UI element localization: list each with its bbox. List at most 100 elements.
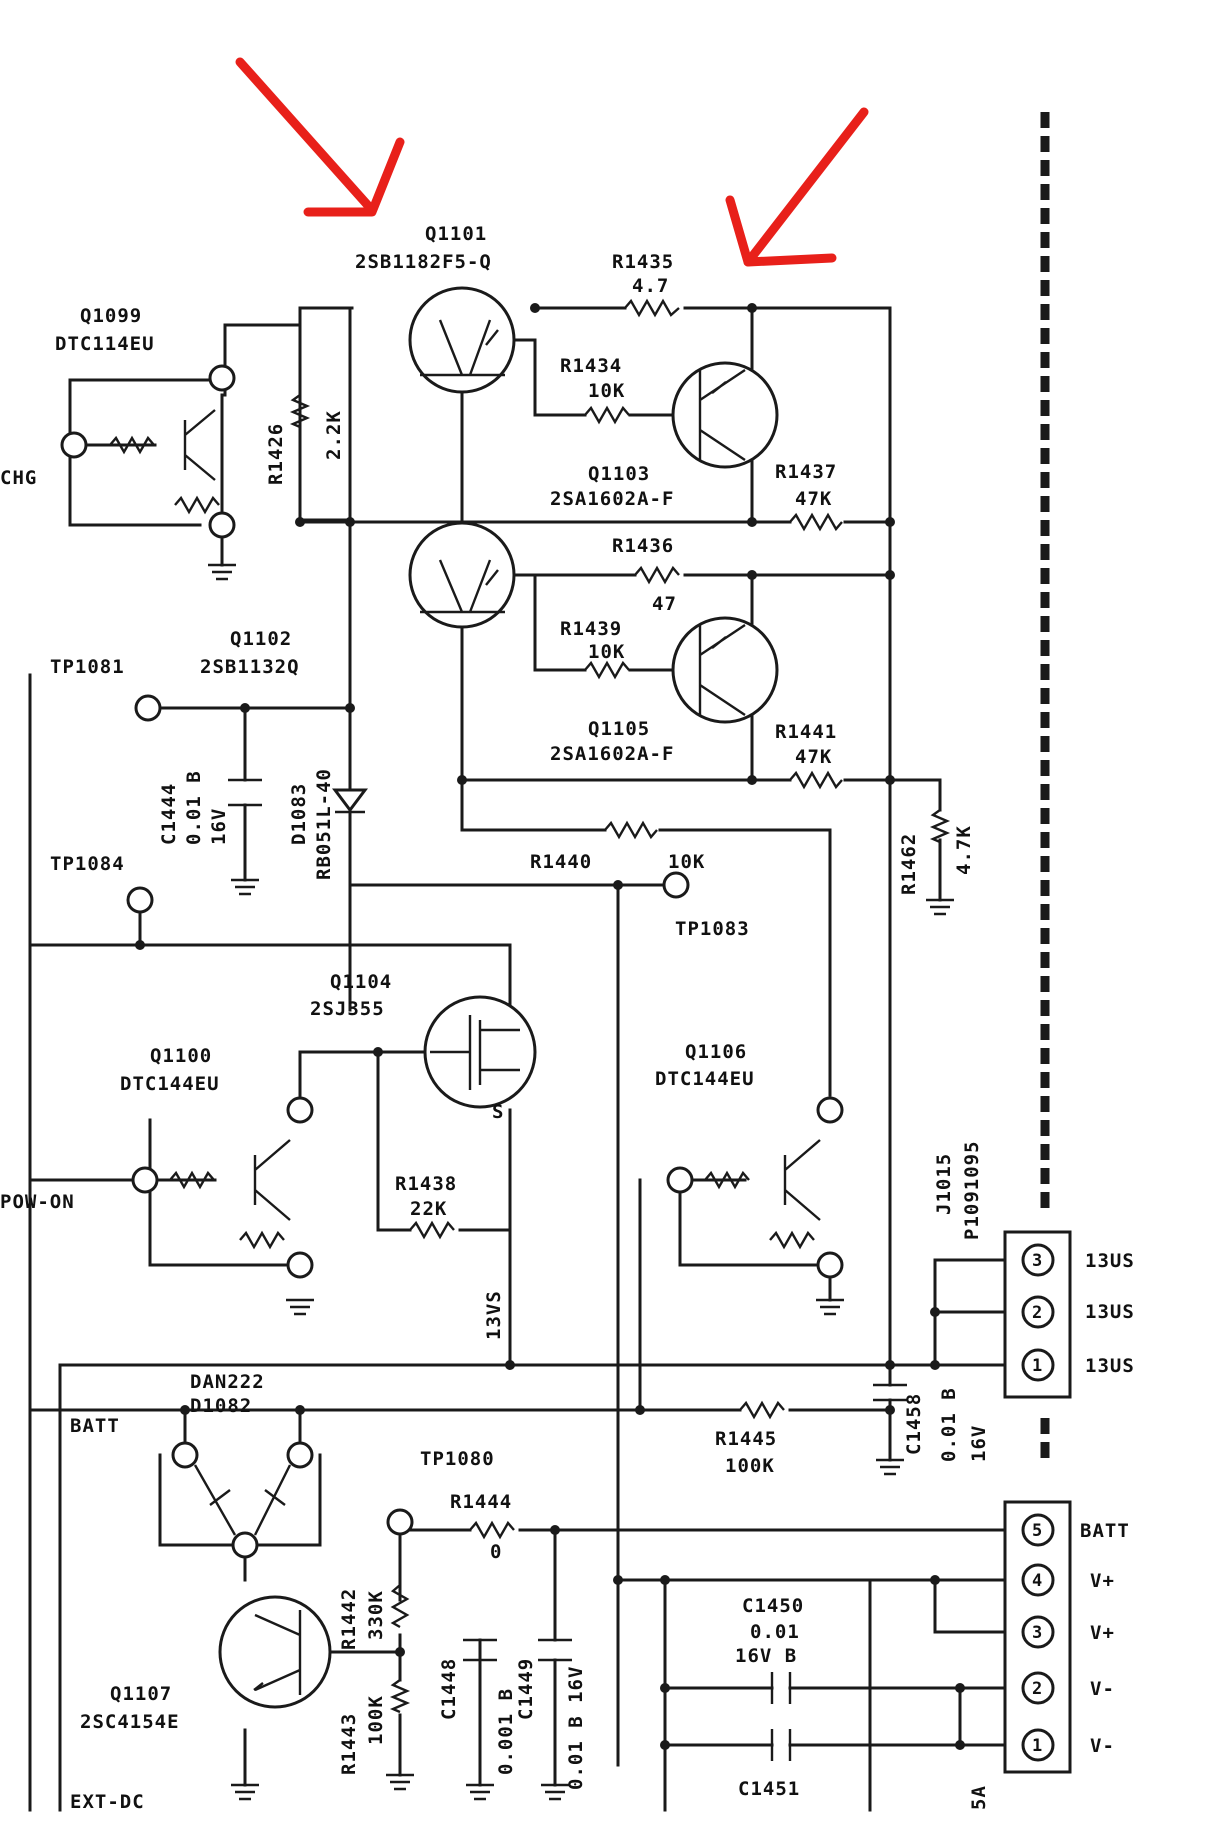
red-arrow-icon [235,57,405,217]
q1103-ref: Q1103 [588,463,650,485]
r1445-ref: R1445 [715,1428,777,1450]
c1458-ref: C1458 [903,1393,925,1455]
c1449-value: 0.01 B 16V [565,1666,587,1790]
r1444-ref: R1444 [450,1491,512,1513]
r1462-ref: R1462 [898,833,920,895]
r1442-ref: R1442 [338,1588,360,1650]
diode-icon [332,788,368,814]
tp1083-label: TP1083 [675,918,750,940]
r1438-ref: R1438 [395,1173,457,1195]
net-13vs: 13VS [483,1290,505,1340]
r1440-value: 10K [668,851,705,873]
r1439-ref: R1439 [560,618,622,640]
diode-icon [171,1441,314,1559]
net-pow-on: POW-ON [0,1191,75,1213]
transistor-icon [666,1096,844,1279]
q1104-ref: Q1104 [330,971,392,993]
q1107-ref: Q1107 [110,1683,172,1705]
q1099-ref: Q1099 [80,305,142,327]
c1448-value: 0.001 B [495,1688,517,1775]
c1449-ref: C1449 [515,1658,537,1720]
r1436-value: 47 [652,593,677,615]
r1445-value: 100K [725,1455,775,1477]
connector-pin-num: 1 [1032,1736,1043,1756]
net-ext-dc: EXT-DC [70,1791,145,1813]
r1443-ref: R1443 [338,1713,360,1775]
j1015-ref: J1015 [933,1153,955,1215]
r1442-value: 330K [365,1590,387,1640]
capacitor-icon [228,778,907,1761]
transistor-icon [671,616,779,724]
r1435-value: 4.7 [632,275,669,297]
junctions [135,303,965,1750]
q1106-part: DTC144EU [655,1068,755,1090]
resistor-icon [109,298,951,1714]
c1450-value: 0.01 [750,1621,800,1643]
tp1080-label: TP1080 [420,1448,495,1470]
d1082-part: DAN222 [190,1371,265,1393]
d1083-part: RB051L-40 [313,768,335,880]
transistor-icon [131,1096,314,1279]
connector-pin-label: V- [1090,1678,1115,1700]
connector-pins [1021,1243,1055,1762]
c1448-ref: C1448 [438,1658,460,1720]
connector-pin-label: 13US [1085,1250,1135,1272]
tp1084-label: TP1084 [50,853,125,875]
q1103-part: 2SA1602A-F [550,488,674,510]
transistor-icon [423,995,537,1109]
connector-body-lower [1003,1500,1072,1774]
connector-pin-label: 13US [1085,1301,1135,1323]
connector-pin-num: 4 [1032,1571,1043,1591]
c1458-rating: 16V [968,1425,990,1462]
connector-pin-num: 3 [1032,1623,1043,1643]
c1444-value: 0.01 B [183,770,205,845]
transistor-icon [408,286,516,394]
q1105-ref: Q1105 [588,718,650,740]
connector-pin-num: 3 [1032,1251,1043,1271]
tp1081-label: TP1081 [50,656,125,678]
r1462-value: 4.7K [953,825,975,875]
c1450-ref: C1450 [742,1595,804,1617]
q1101-ref: Q1101 [425,223,487,245]
q1107-part: 2SC4154E [80,1711,180,1733]
d1083-ref: D1083 [288,783,310,845]
transistor-icon [218,1595,332,1709]
c1451-ref: C1451 [738,1778,800,1800]
connector-pin-label: V+ [1090,1570,1115,1592]
r1434-value: 10K [588,380,625,402]
net-fuse: 5A [968,1785,990,1810]
r1437-value: 47K [795,488,832,510]
q1100-ref: Q1100 [150,1045,212,1067]
ground-icon [208,563,954,1801]
connector-pin-num: 5 [1032,1521,1043,1541]
transistor-icon [671,361,779,469]
transistor-icon [408,521,516,629]
d1082-ref: D1082 [190,1395,252,1417]
r1426-ref: R1426 [265,423,287,485]
red-arrow-icon [725,107,869,267]
r1434-ref: R1434 [560,355,622,377]
connector-pin-num: 1 [1032,1356,1043,1376]
net-s-pin: S [492,1101,504,1123]
r1444-value: 0 [490,1541,502,1563]
r1436-ref: R1436 [612,535,674,557]
r1438-value: 22K [410,1198,447,1220]
r1443-value: 100K [365,1695,387,1745]
net-chg: CHG [0,467,37,489]
connector-pin-label: V- [1090,1735,1115,1757]
r1435-ref: R1435 [612,251,674,273]
r1426-value: 2.2K [323,410,345,460]
r1441-value: 47K [795,746,832,768]
transistor-icon [60,364,236,539]
j1015-part: P1091095 [961,1140,983,1240]
q1101-part: 2SB1182F5-Q [355,251,492,273]
connector-pin-label: 13US [1085,1355,1135,1377]
q1100-part: DTC144EU [120,1073,220,1095]
r1439-value: 10K [588,641,625,663]
connector-pin-num: 2 [1032,1679,1043,1699]
c1444-rating: 16V [208,808,230,845]
c1450-rating: 16V B [735,1645,797,1667]
r1440-ref: R1440 [530,851,592,873]
